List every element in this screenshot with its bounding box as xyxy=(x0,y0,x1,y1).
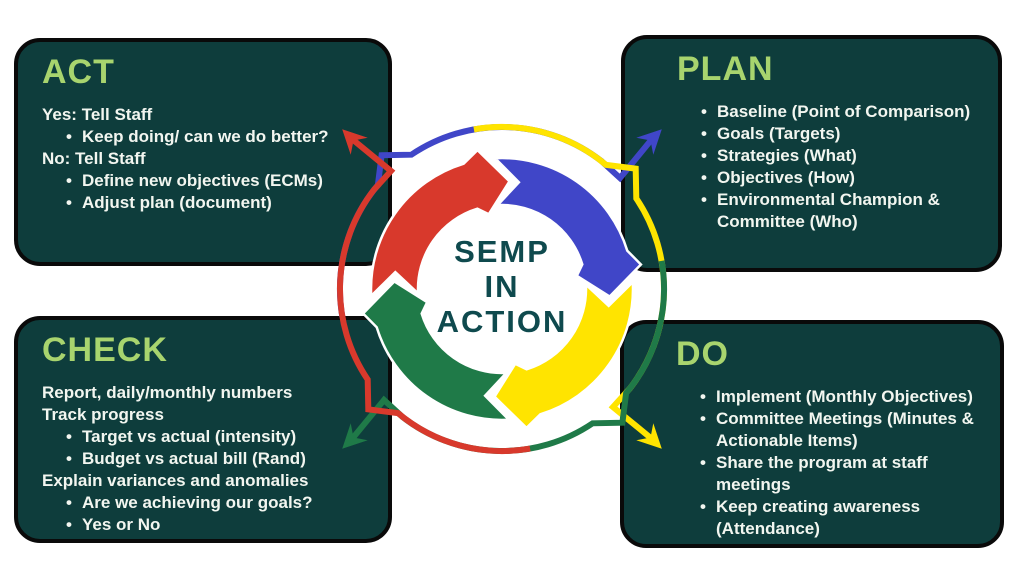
panel-line: No: Tell Staff xyxy=(42,149,146,168)
panel-do-title: DO xyxy=(676,335,729,373)
panel-line: Yes or No xyxy=(66,514,374,536)
panel-line: Budget vs actual bill (Rand) xyxy=(66,448,374,470)
cycle-segment-do xyxy=(492,279,635,430)
panel-line: Yes: Tell Staff xyxy=(42,105,153,124)
panel-line: Target vs actual (intensity) xyxy=(66,426,374,448)
cycle-center-label: SEMP IN ACTION xyxy=(392,234,612,339)
check-curved-arrow xyxy=(349,260,668,454)
panel-act-lines: Yes: Tell StaffKeep doing/ can we do bet… xyxy=(42,104,374,214)
panel-line: Strategies (What) xyxy=(701,145,984,167)
panel-line: Share the program at staff meetings xyxy=(700,452,986,496)
cycle-segment-plan xyxy=(492,156,643,299)
panel-check-title: CHECK xyxy=(42,331,168,369)
panel-line: Keep creating awareness (Attendance) xyxy=(700,496,986,540)
panel-act: ACT Yes: Tell StaffKeep doing/ can we do… xyxy=(14,38,392,266)
panel-plan-title: PLAN xyxy=(677,50,774,88)
panel-line: Environmental Champion & Committee (Who) xyxy=(701,189,984,233)
center-label-line1: SEMP xyxy=(454,234,550,269)
panel-line: Track progress xyxy=(42,405,164,424)
panel-line: Objectives (How) xyxy=(701,167,984,189)
center-label-line3: ACTION xyxy=(436,304,568,339)
panel-line: Implement (Monthly Objectives) xyxy=(700,386,986,408)
panel-line: Committee Meetings (Minutes & Actionable… xyxy=(700,408,986,452)
panel-plan-lines: Baseline (Point of Comparison)Goals (Tar… xyxy=(677,101,984,233)
panel-line: Adjust plan (document) xyxy=(66,192,374,214)
panel-do-lines: Implement (Monthly Objectives)Committee … xyxy=(676,386,986,540)
panel-line: Goals (Targets) xyxy=(701,123,984,145)
center-label-line2: IN xyxy=(484,269,520,304)
panel-line: Are we achieving our goals? xyxy=(66,492,374,514)
panel-line: Report, daily/monthly numbers xyxy=(42,383,293,402)
panel-line: Baseline (Point of Comparison) xyxy=(701,101,984,123)
panel-do: DO Implement (Monthly Objectives)Committ… xyxy=(620,320,1004,548)
panel-plan: PLAN Baseline (Point of Comparison)Goals… xyxy=(621,35,1002,272)
panel-line: Define new objectives (ECMs) xyxy=(66,170,374,192)
panel-line: Explain variances and anomalies xyxy=(42,471,309,490)
panel-line: Keep doing/ can we do better? xyxy=(66,126,374,148)
panel-act-title: ACT xyxy=(42,53,115,91)
